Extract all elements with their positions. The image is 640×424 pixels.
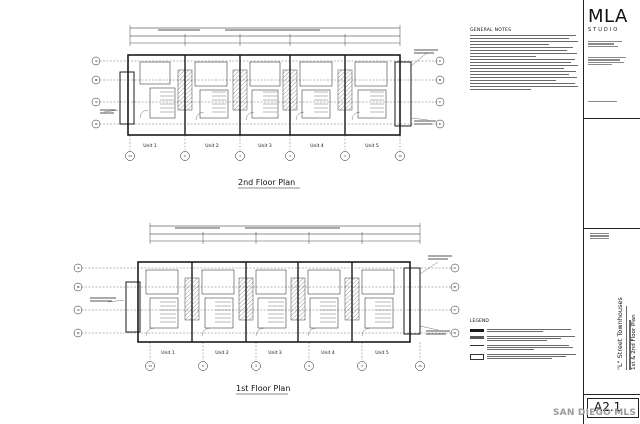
- row-bubble: A: [95, 59, 98, 63]
- partition-swatch: [470, 345, 484, 347]
- revision-table: [590, 232, 638, 240]
- wall-swatch: [470, 329, 484, 332]
- mls-watermark: SAN DIEGO MLS: [553, 408, 637, 418]
- unit-labels-lower: Unit 1 Unit 2 Unit 3 Unit 4 Unit 5: [161, 350, 389, 356]
- row-bubble: A: [439, 59, 442, 63]
- row-bubble: C: [439, 100, 441, 104]
- note-text-line: [470, 46, 574, 49]
- row-bubble: D: [454, 331, 457, 335]
- unit-labels-upper: Unit 1 Unit 2 Unit 3 Unit 4 Unit 5: [143, 143, 379, 149]
- note-text-line: [470, 88, 531, 91]
- firm-logo: MLA: [588, 6, 628, 27]
- grid-bubble: 3: [289, 154, 291, 158]
- note-text-line: [470, 40, 578, 43]
- grid-bubble: 15: [398, 154, 402, 158]
- grid-bubble: 3: [308, 364, 310, 368]
- row-bubble: D: [77, 331, 80, 335]
- sheet-number: A2.1: [594, 400, 622, 414]
- note-text-line: [470, 76, 577, 79]
- hatch-swatch: [470, 336, 484, 340]
- legend: LEGEND: [470, 319, 580, 362]
- note-text-line: [470, 49, 567, 52]
- grid-bubble: 5: [184, 154, 186, 158]
- unit-label: Unit 5: [375, 350, 389, 356]
- grid-bubble: 14: [148, 364, 152, 368]
- note-text-line: [470, 55, 536, 58]
- row-bubble: A: [454, 266, 457, 270]
- unit-label: Unit 2: [205, 143, 219, 149]
- grid-bubble: 14: [128, 154, 132, 158]
- note-text-line: [470, 82, 575, 85]
- note-text-line: [470, 64, 578, 67]
- grid-bubble: 15: [418, 364, 422, 368]
- general-notes: GENERAL NOTES: [470, 28, 580, 92]
- unit-label: Unit 2: [215, 350, 229, 356]
- note-text-line: [470, 79, 556, 82]
- unit-label: Unit 4: [321, 350, 335, 356]
- sheet-number-box: A2.1: [587, 398, 639, 418]
- unit-label: Unit 5: [365, 143, 379, 149]
- legend-item: [470, 353, 580, 361]
- note-text-line: [470, 37, 569, 40]
- row-bubble: C: [454, 308, 456, 312]
- grid-bubble: 3: [239, 154, 241, 158]
- row-bubble: B: [439, 78, 441, 82]
- sheet-title: 1st & 2nd Floor Plan: [631, 314, 637, 370]
- row-bubble: D: [95, 122, 98, 126]
- row-bubble: D: [439, 122, 442, 126]
- grid-bubble: 3: [255, 364, 257, 368]
- note-text-line: [470, 67, 564, 70]
- note-text-line: [470, 58, 575, 61]
- unit-label: Unit 1: [161, 350, 175, 356]
- title-block-divider: [584, 118, 640, 119]
- grid-bubble: 5: [202, 364, 204, 368]
- note-text-line: [470, 73, 569, 76]
- firm-address-block: [588, 40, 636, 48]
- title-block-divider: [584, 394, 640, 395]
- firm-subtitle: STUDIO: [588, 27, 620, 33]
- second-floor-plan: [91, 25, 445, 189]
- legend-item: [470, 328, 580, 333]
- grid-bubble-labels-upper: 14 5 3 3 3 15 A B C D A B C D: [95, 59, 442, 158]
- lower-plan-title: 1st Floor Plan: [236, 384, 291, 393]
- window-swatch: [470, 354, 484, 361]
- annotation-marks: [90, 29, 452, 335]
- legend-item: [470, 344, 580, 351]
- row-bubble: C: [95, 100, 97, 104]
- title-block: MLA STUDIO "L" Street Townhouses: [583, 0, 640, 424]
- row-bubble: B: [95, 78, 97, 82]
- grid-bubble: 3: [344, 154, 346, 158]
- note-text-line: [470, 35, 576, 37]
- row-bubble: A: [77, 266, 80, 270]
- grid-bubble: 3: [361, 364, 363, 368]
- note-text-line: [470, 70, 576, 73]
- unit-label: Unit 3: [268, 350, 282, 356]
- legend-heading: LEGEND: [470, 319, 489, 324]
- note-text-line: [470, 52, 577, 55]
- note-text-line: [470, 85, 578, 88]
- project-address: [625, 300, 631, 370]
- unit-label: Unit 3: [258, 143, 272, 149]
- row-bubble: C: [77, 308, 79, 312]
- title-block-divider: [584, 228, 640, 229]
- grid-bubble-labels-lower: 14 5 3 3 3 15 A B C D A B C D: [77, 266, 457, 368]
- legend-item: [470, 335, 580, 342]
- row-bubble: B: [454, 285, 456, 289]
- project-title: "L" Street Townhouses: [616, 297, 624, 370]
- unit-label: Unit 1: [143, 143, 157, 149]
- note-text-line: [470, 43, 550, 46]
- note-text-line: [470, 61, 572, 64]
- row-bubble: B: [77, 285, 79, 289]
- general-notes-heading: GENERAL NOTES: [470, 28, 512, 33]
- first-floor-plan: [73, 223, 460, 395]
- upper-plan-title: 2nd Floor Plan: [238, 178, 296, 187]
- firm-website: [588, 100, 636, 103]
- firm-contact-block: [588, 56, 636, 66]
- unit-label: Unit 4: [310, 143, 324, 149]
